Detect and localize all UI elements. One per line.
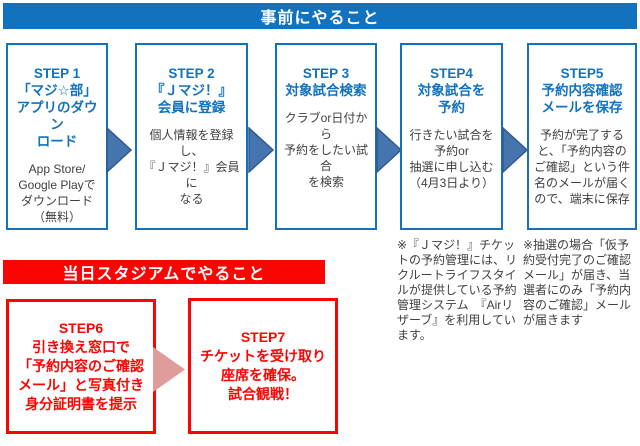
arrow-right-shape: [377, 128, 401, 172]
arrow-right-shape: [503, 128, 527, 172]
step-6-title: STEP6 引き換え窓口で 「予約内容のご確認 メール」と写真付き 身分証明書を…: [18, 320, 144, 412]
matchday-section-title: 当日スタジアムでやること: [62, 266, 266, 283]
arrow-right-outline: [376, 127, 402, 173]
step-4-title: STEP4 対象試合を 予約: [417, 66, 486, 115]
arrow-right-icon: [248, 127, 274, 173]
step-3-title: STEP 3 対象試合検索: [285, 66, 367, 98]
arrow-right-shape: [107, 128, 131, 172]
step-4-description: 行きたい試合を 予約or 抽選に申し込む （4月3日より）: [408, 128, 495, 190]
step-box-1: STEP 1 「マジ☆部」 アプリのダウン ロード App Store/ Goo…: [6, 43, 108, 230]
step-3-description: クラブor日付から 予約をしたい試合 を検索: [283, 111, 368, 189]
step-box-7: STEP7 チケットを受け取り 座席を確保。 試合観戦！: [188, 298, 338, 434]
step-2-title: STEP 2 『Ｊマジ！』 会員に登録: [151, 66, 232, 115]
arrow-right-icon: [106, 127, 132, 173]
arrow-right-outline: [106, 127, 132, 173]
step-5-description: 予約が完了すると、「予約内容のご確認」という件名のメールが届くので、端末に保存: [533, 128, 630, 206]
step-2-description: 個人情報を登録し、 『Ｊマジ！』会員に なる: [143, 128, 240, 206]
arrow-right-outline: [248, 127, 274, 173]
arrow-right-outline: [502, 127, 528, 173]
step-box-4: STEP4 対象試合を 予約 行きたい試合を 予約or 抽選に申し込む （4月3…: [400, 43, 503, 230]
step-1-description: App Store/ Google Playで ダウンロード （無料）: [18, 162, 96, 224]
footnote-reservation-system: ※『Ｊマジ！』チケットの予約管理には、リクルートライフスタイルが提供している予約…: [397, 238, 518, 342]
matchday-section-header: 当日スタジアムでやること: [3, 260, 325, 284]
advance-section-header: 事前にやること: [3, 3, 637, 29]
arrow-right-shape: [153, 347, 185, 392]
arrow-right-icon: [376, 127, 402, 173]
step-box-2: STEP 2 『Ｊマジ！』 会員に登録 個人情報を登録し、 『Ｊマジ！』会員に …: [135, 43, 248, 230]
step-box-5: STEP5 予約内容確認 メールを保存 予約が完了すると、「予約内容のご確認」と…: [527, 43, 637, 230]
arrow-right-icon: [153, 347, 185, 392]
step-box-6: STEP6 引き換え窓口で 「予約内容のご確認 メール」と写真付き 身分証明書を…: [6, 299, 156, 434]
arrow-right-shape: [249, 128, 273, 172]
footnote-lottery: ※抽選の場合「仮予約受付完了のご確認メール」が届き、当選者にのみ「予約内容のご確…: [523, 238, 632, 327]
advance-section-title: 事前にやること: [260, 10, 380, 27]
step-7-title: STEP7 チケットを受け取り 座席を確保。 試合観戦！: [200, 329, 326, 402]
step-1-title: STEP 1 「マジ☆部」 アプリのダウン ロード: [16, 66, 98, 149]
arrow-right-icon: [502, 127, 528, 173]
step-box-3: STEP 3 対象試合検索 クラブor日付から 予約をしたい試合 を検索: [275, 43, 377, 230]
step-5-title: STEP5 予約内容確認 メールを保存: [541, 66, 623, 115]
